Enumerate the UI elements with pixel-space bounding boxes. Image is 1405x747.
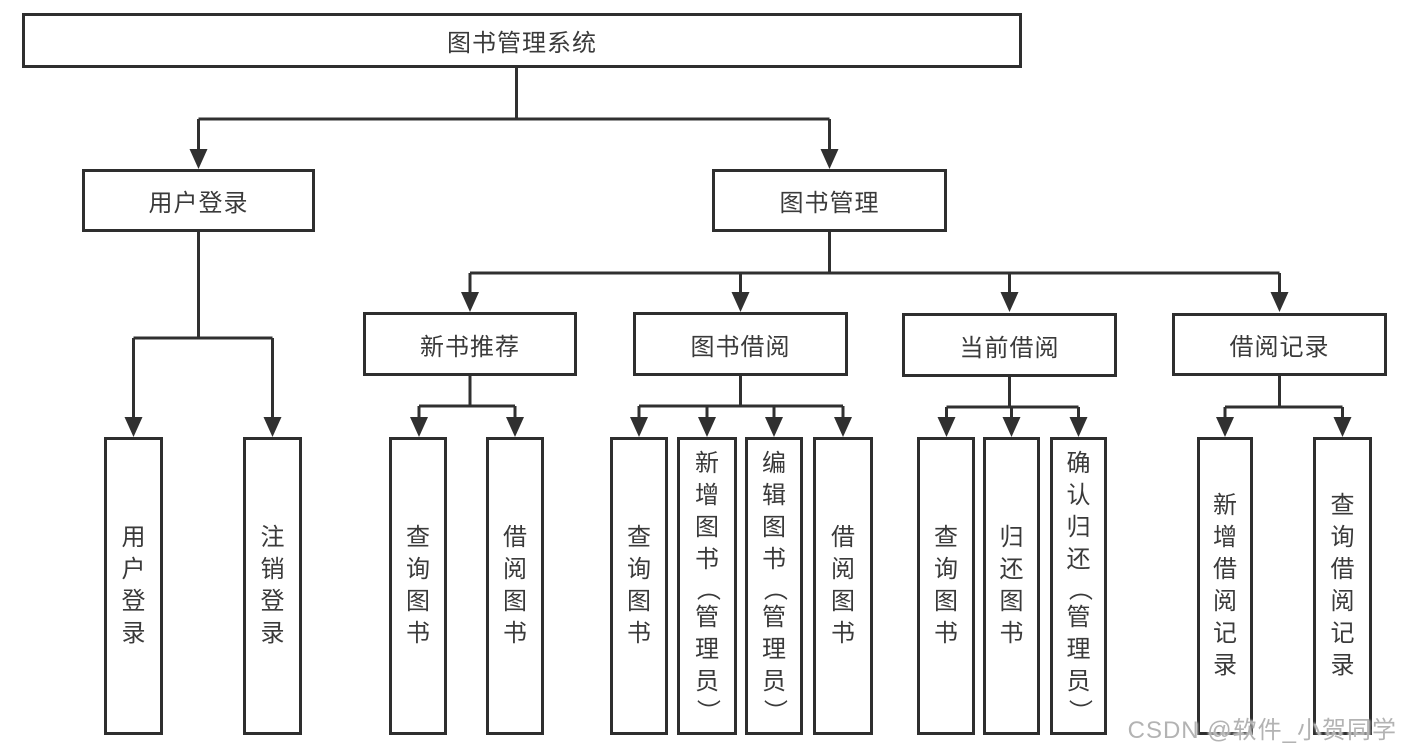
connector-book-borrow-arrowheads: [630, 417, 852, 437]
node-user-login-label: 用户登录: [148, 190, 249, 217]
node-new-books-label: 新书推荐: [420, 333, 520, 361]
node-current-borrow-label: 当前借阅: [959, 334, 1060, 362]
connector-user-login-arrowheads: [124, 417, 282, 437]
node-leaf-newbooks-borrow: 借阅图书: [486, 437, 544, 735]
connector-borrow-records-lines: [1223, 375, 1344, 420]
connector-new-books-arrowheads: [410, 417, 524, 437]
node-leaf-currentborrow-confirm: 确认归还（管理员）: [1050, 437, 1107, 735]
node-leaf-bookborrow-query: 查询图书: [610, 437, 668, 735]
node-leaf-logout: 注销登录: [243, 437, 302, 735]
node-leaf-bookborrow-edit: 编辑图书（管理员）: [745, 437, 803, 735]
node-leaf-records-query: 查询借阅记录: [1313, 437, 1372, 735]
connector-new-books-lines: [417, 374, 517, 420]
node-book-borrow-label: 图书借阅: [690, 333, 791, 361]
connector-current-borrow-arrowheads: [937, 417, 1088, 437]
node-root: 图书管理系统: [22, 13, 1022, 68]
node-leaf-bookborrow-add: 新增图书（管理员）: [677, 437, 737, 735]
connector-book-mgmt-lines: [468, 230, 1281, 294]
node-leaf-records-add: 新增借阅记录: [1197, 437, 1253, 735]
node-leaf-currentborrow-query: 查询图书: [917, 437, 975, 735]
node-leaf-bookborrow-borrow: 借阅图书: [813, 437, 873, 735]
connector-root-lines: [197, 66, 831, 151]
node-root-label: 图书管理系统: [447, 30, 597, 57]
node-book-mgmt-label: 图书管理: [779, 190, 880, 217]
node-leaf-newbooks-query: 查询图书: [389, 437, 447, 735]
node-leaf-currentborrow-return: 归还图书: [983, 437, 1040, 735]
node-book-mgmt: 图书管理: [712, 169, 947, 232]
connector-book-mgmt-arrowheads: [461, 292, 1289, 312]
node-user-login: 用户登录: [82, 169, 315, 232]
node-current-borrow: 当前借阅: [902, 313, 1117, 377]
node-leaf-user-login: 用户登录: [104, 437, 163, 735]
node-new-books: 新书推荐: [363, 312, 577, 376]
connector-user-login-lines: [132, 230, 274, 419]
node-book-borrow: 图书借阅: [633, 312, 848, 376]
connector-current-borrow-lines: [945, 375, 1080, 420]
connector-book-borrow-lines: [637, 374, 845, 420]
node-borrow-records: 借阅记录: [1172, 313, 1387, 376]
csdn-watermark: CSDN @软件_小贺同学: [1127, 717, 1397, 744]
connector-borrow-records-arrowheads: [1216, 417, 1352, 437]
connector-root-arrowheads: [189, 149, 839, 169]
node-borrow-records-label: 借阅记录: [1229, 334, 1330, 361]
